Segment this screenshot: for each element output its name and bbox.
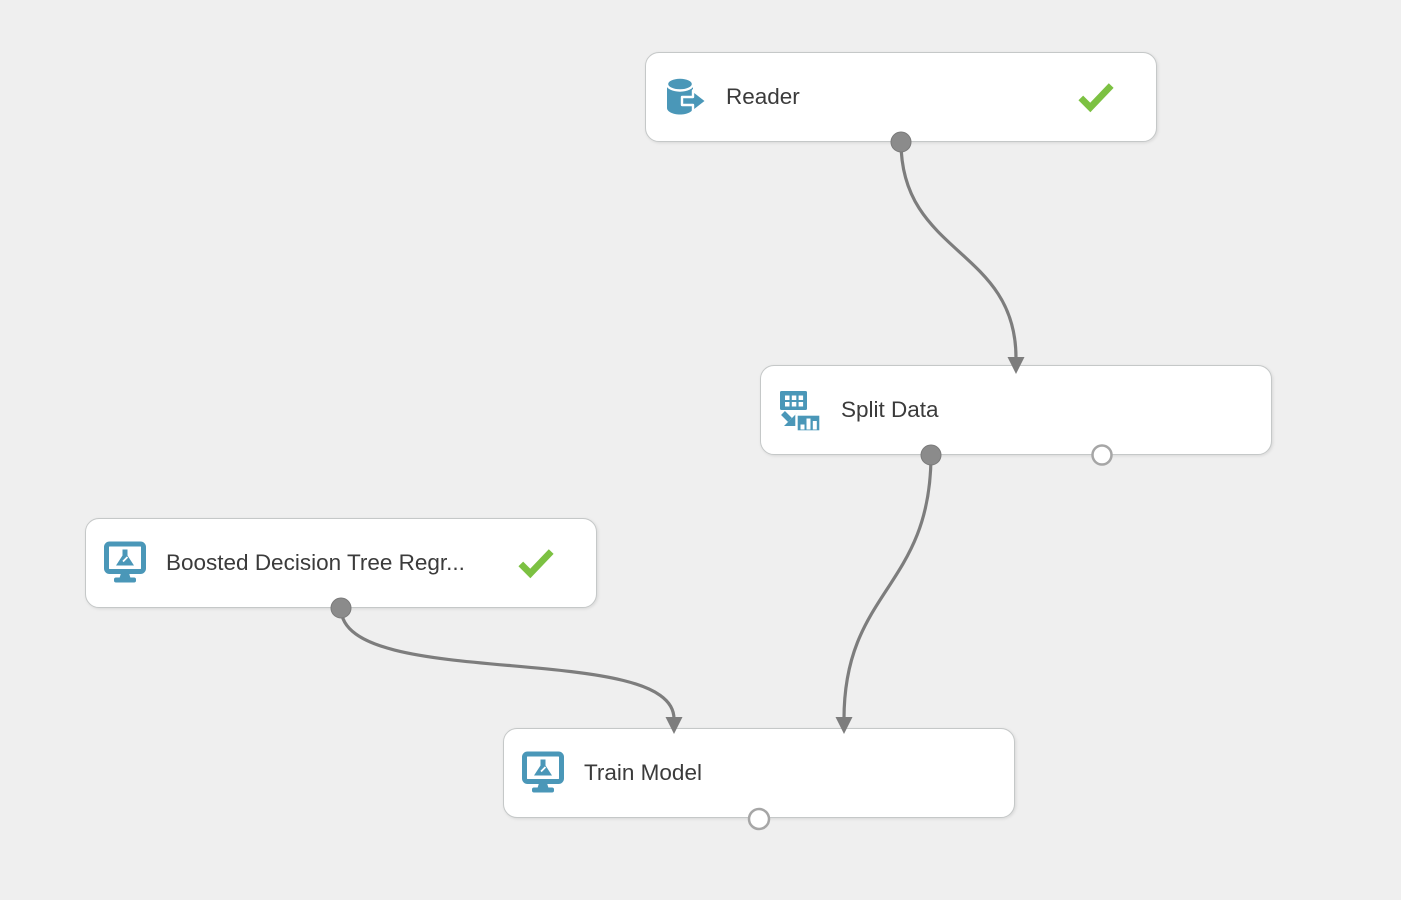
split-table-icon <box>776 386 824 434</box>
node-label: Reader <box>726 84 800 109</box>
node-label: Split Data <box>841 397 939 422</box>
node-label: Boosted Decision Tree Regr... <box>166 550 465 575</box>
database-export-icon <box>661 73 709 121</box>
edge-boosted-tree-to-train-model[interactable] <box>339 607 676 720</box>
model-experiment-icon <box>519 749 567 797</box>
status-check-icon <box>1077 82 1115 113</box>
edge-reader-to-split-data[interactable] <box>899 141 1018 359</box>
status-check-icon <box>517 548 555 579</box>
node-train-model[interactable]: Train Model <box>503 728 1015 818</box>
node-split-data[interactable]: Split Data <box>760 365 1272 455</box>
model-experiment-icon <box>101 539 149 587</box>
edge-split-data-to-train-model[interactable] <box>842 454 933 720</box>
node-label: Train Model <box>584 760 702 785</box>
node-reader[interactable]: Reader <box>645 52 1157 142</box>
node-boosted-decision-tree[interactable]: Boosted Decision Tree Regr... <box>85 518 597 608</box>
